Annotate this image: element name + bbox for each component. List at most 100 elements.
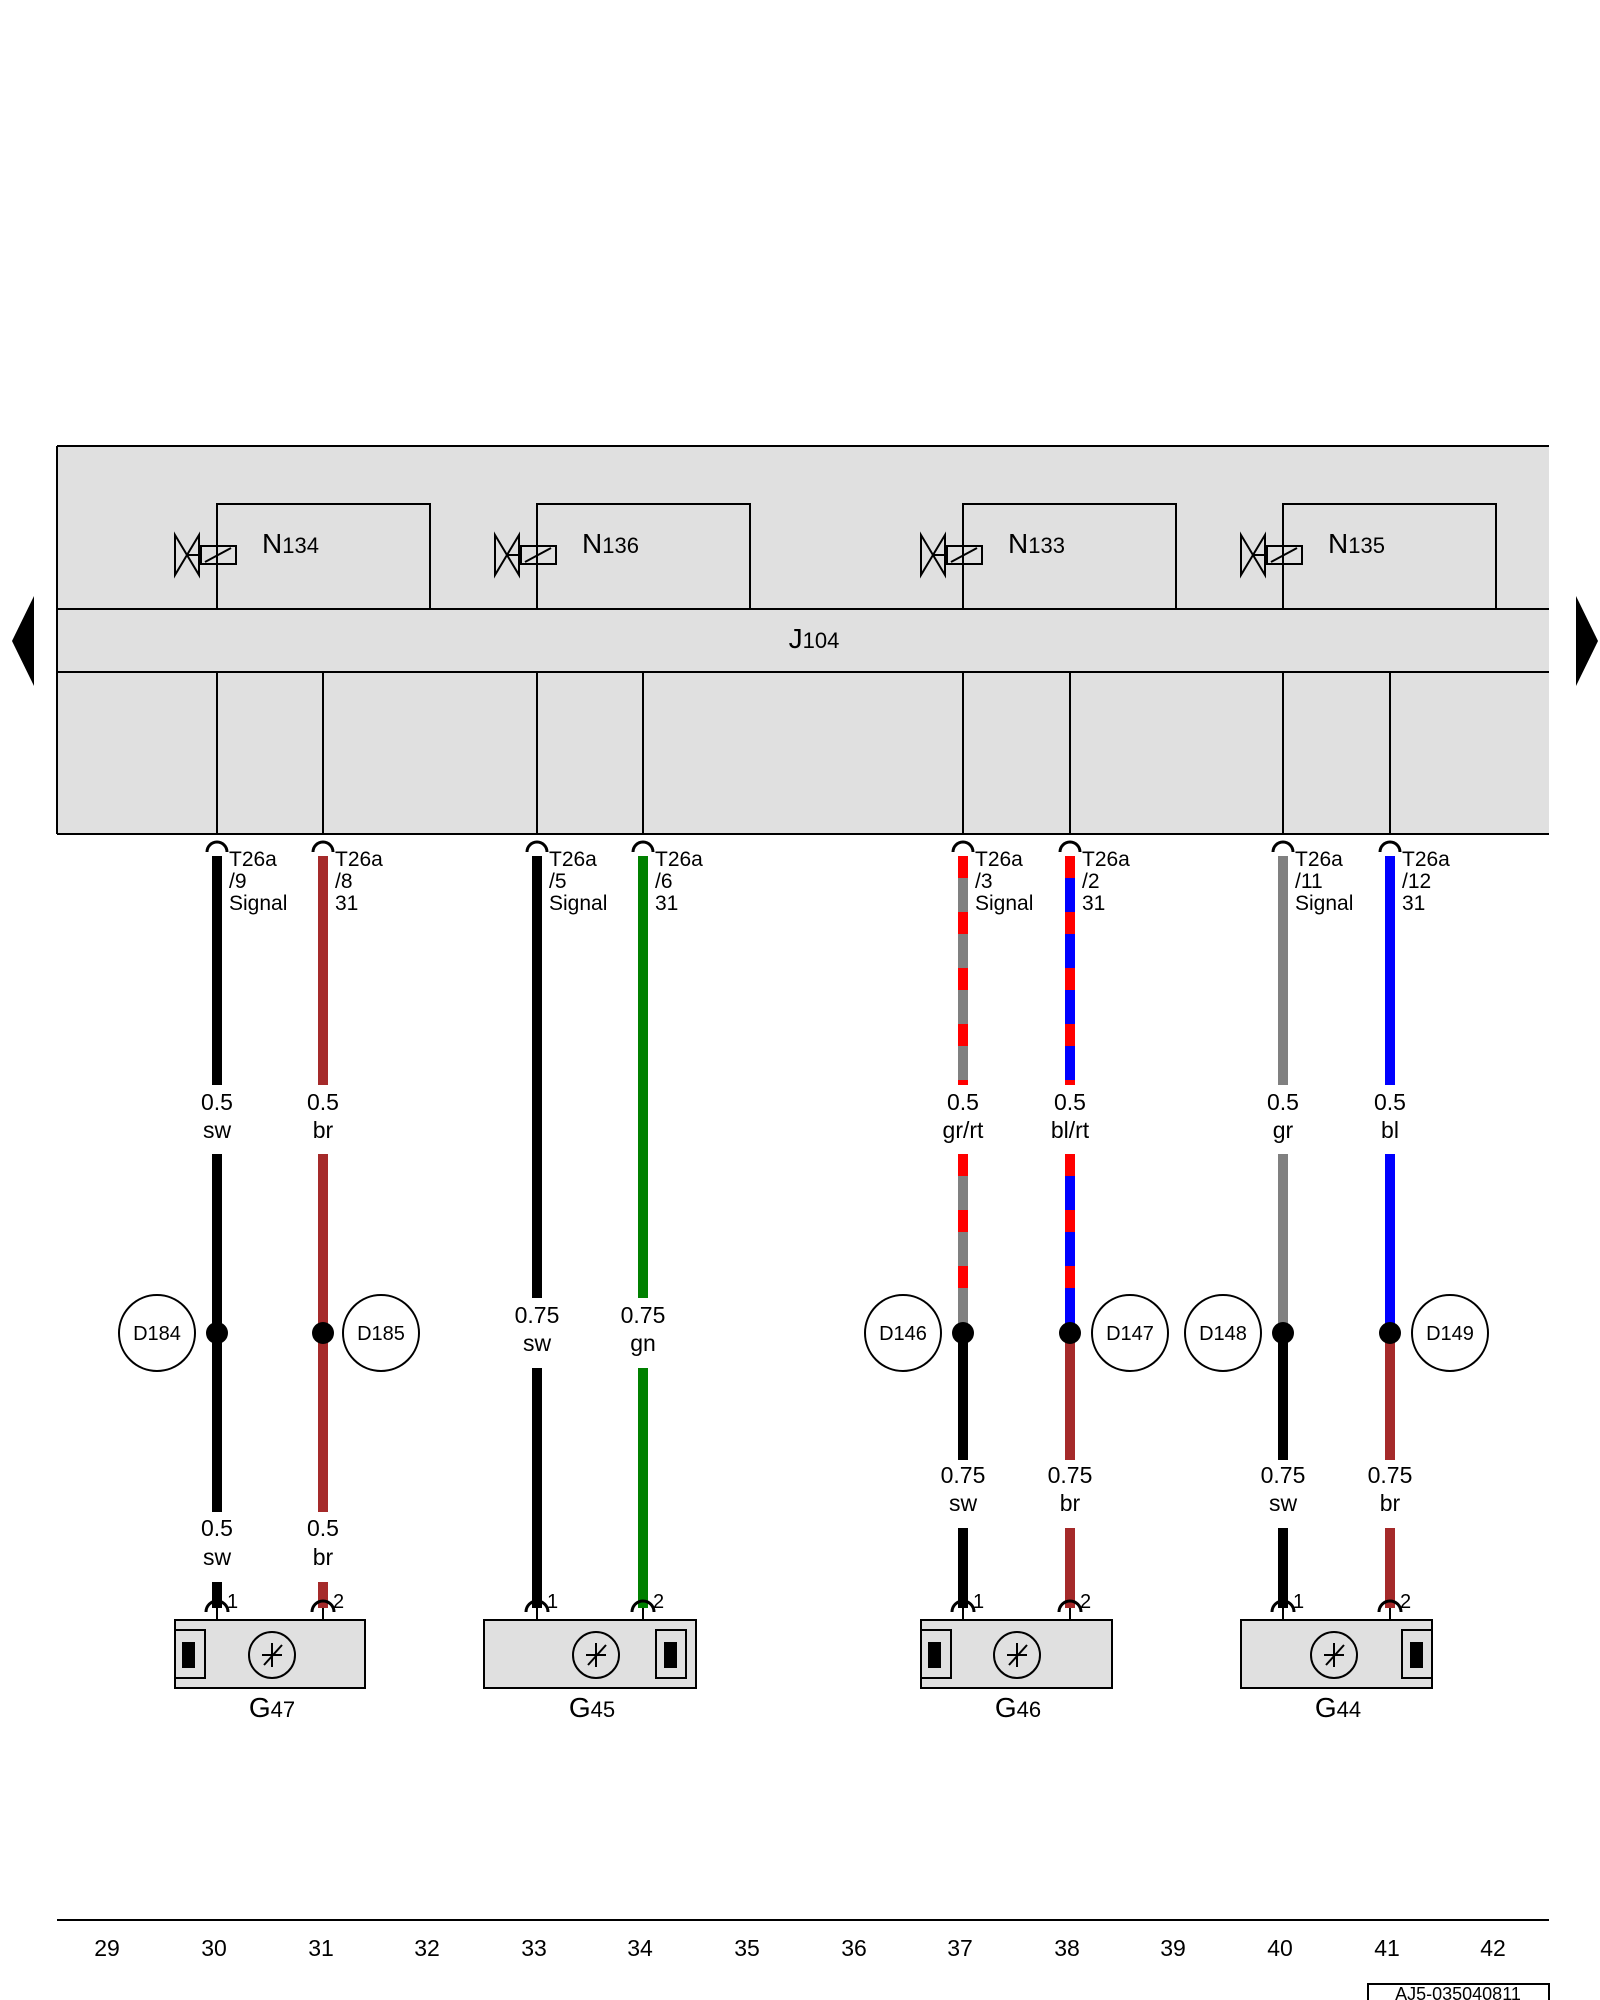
sensor-symbol-stroke [263,1644,283,1666]
module-pin-symbols [205,840,1402,853]
column-number: 30 [201,1935,227,1961]
sensor-label: G47 [249,1692,295,1723]
pin-socket [631,840,655,853]
valve-symbol [920,531,935,579]
sensor-pin-stubs [216,1608,1391,1620]
sensor-pin-number: 1 [547,1591,558,1613]
sensor-pin-number: 2 [333,1591,344,1613]
sensor-label: G46 [995,1692,1041,1723]
valve-symbol [174,531,189,579]
pin-socket [1058,840,1082,853]
control-module: J104 [56,445,1549,835]
sensor-magnet [664,1642,677,1668]
valve-coil-slash [204,547,232,563]
pin-socket [525,840,549,853]
pin-socket [1057,1599,1083,1613]
sensor-magnet [928,1642,941,1668]
sensor-symbol-icon [993,1631,1041,1679]
solenoid-valve-n133: N133 [920,503,1177,609]
sensor-plug-housing [1401,1629,1433,1679]
connector-label: D147 [1106,1323,1154,1345]
sensor-pin-number: 1 [227,1591,238,1613]
sensor-plug-housing [655,1629,687,1679]
sensor-symbol-stroke [1325,1644,1345,1666]
valve-coil-slash [524,547,552,563]
page-prev-arrow[interactable] [12,596,34,686]
valve-symbol-mirror [505,531,520,579]
column-number: 39 [1160,1935,1186,1961]
splice-point [952,1322,974,1344]
sensor-plug-housing [174,1629,206,1679]
valve-coil-slash [1270,547,1298,563]
connector-circle [1411,1294,1489,1372]
column-number: 33 [521,1935,547,1961]
splice-point [1059,1322,1081,1344]
sensor-pin-number: 2 [653,1591,664,1613]
valve-label: N133 [1008,528,1065,559]
document-id-box [1367,1983,1550,2000]
pin-socket [311,840,335,853]
column-number: 32 [414,1935,440,1961]
pin-socket [204,1599,230,1613]
sensor-label: G45 [569,1692,615,1723]
sensor-pin-number: 2 [1400,1591,1411,1613]
sensor-pin-number: 1 [973,1591,984,1613]
sensor-pin-symbols [204,1599,1403,1613]
speed-sensor-g44: G44 [1240,1619,1433,1723]
connector-label: D185 [357,1323,405,1345]
splice-point [1272,1322,1294,1344]
document-id: AJ5-035040811 [1367,1983,1550,2000]
valve-symbol-mirror [931,531,946,579]
column-number: 29 [94,1935,120,1961]
pin-socket [1378,840,1402,853]
speed-sensor-g46: G46 [920,1619,1113,1723]
column-number: 42 [1480,1935,1506,1961]
solenoid-valve-n134: N134 [174,503,431,609]
valve-label: N136 [582,528,639,559]
sensor-pin-numbers: 1 2 1 2 1 2 1 2 [227,1591,1411,1613]
sensor-magnet [182,1642,195,1668]
column-number: 35 [734,1935,760,1961]
connector-circle [864,1294,942,1372]
pin-socket [950,1599,976,1613]
splice-point [206,1322,228,1344]
connector-label: D148 [1199,1323,1247,1345]
sensor-symbol-stroke [1008,1644,1028,1666]
pin-socket [1271,840,1295,853]
valve-symbol [494,531,509,579]
valve-label: N135 [1328,528,1385,559]
sensor-magnet [1410,1642,1423,1668]
column-number: 36 [841,1935,867,1961]
module-internal-leads [216,672,1391,834]
pin-socket [524,1599,550,1613]
pin-socket [205,840,229,853]
sensor-symbol-icon [572,1631,620,1679]
wire-segments [212,856,1395,1608]
valve-coil-slash [950,547,978,563]
control-module-body [57,446,1549,834]
sensor-pin-number: 1 [1293,1591,1304,1613]
column-number: 37 [947,1935,973,1961]
connector-label: D149 [1426,1323,1474,1345]
document-id-text: AJ5-035040811 [1395,1984,1521,2000]
pin-socket [1377,1599,1403,1613]
splice-connectors: D184 D185 D146 D147 D148 D149 [118,1294,1489,1372]
pin-socket [310,1599,336,1613]
page-next-arrow[interactable] [1576,596,1598,686]
sensor-symbol-icon [1310,1631,1358,1679]
connector-label: D184 [133,1323,181,1345]
